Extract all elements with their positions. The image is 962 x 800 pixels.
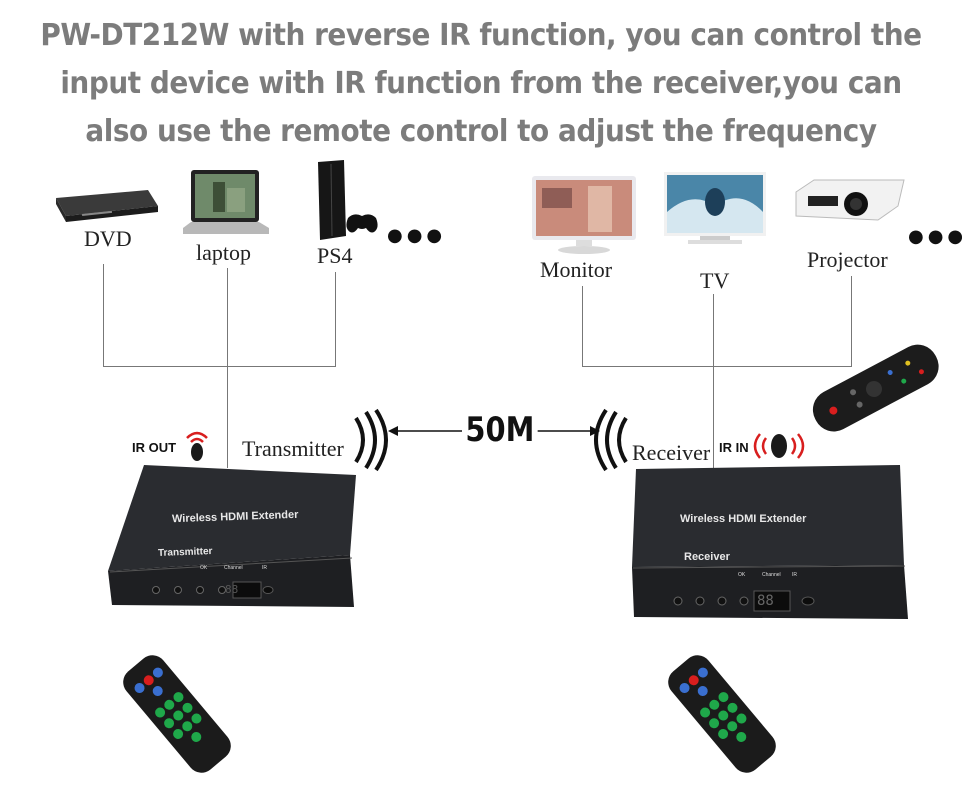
laptop-icon	[183, 170, 269, 234]
connector-dvd-down	[103, 264, 104, 366]
connector-projector-down	[851, 276, 852, 366]
ps4-console-icon	[318, 160, 378, 240]
display-label-tv: TV	[700, 268, 730, 293]
display-label-monitor: Monitor	[540, 257, 613, 282]
ir-receiver-icon	[753, 433, 805, 459]
receiver-product-name: Wireless HDMI Extender	[680, 513, 807, 525]
receiver-display-readout: 88	[757, 593, 774, 609]
headline-line-1: PW-DT212W with reverse IR function, you …	[40, 18, 922, 53]
transmitter-ir-button-label: IR	[262, 565, 267, 571]
receiver-unit	[632, 465, 908, 619]
transmitter-remote-icon	[123, 655, 231, 773]
connector-tv-receiver	[713, 294, 714, 470]
receiver-caption: Receiver	[632, 440, 711, 465]
more-sources-ellipsis: ●●●	[387, 225, 447, 246]
transmitter-unit-label: Transmitter	[157, 546, 213, 559]
source-label-ps4: PS4	[317, 243, 353, 268]
receiver-wave-icon	[594, 408, 628, 472]
transmitter-ok-button-label: OK	[200, 565, 208, 571]
receiver-unit-label: Receiver	[684, 551, 730, 563]
transmitter-channel-button-label: Channel	[224, 565, 243, 571]
transmitter-unit	[108, 465, 356, 607]
receiver-channel-button-label: Channel	[762, 572, 781, 578]
source-label-laptop: laptop	[196, 240, 251, 265]
ir-in-label: IR IN	[719, 440, 749, 455]
connector-displays-bus	[582, 366, 852, 367]
air-mouse-remote-icon	[812, 344, 939, 432]
transmitter-caption: Transmitter	[242, 436, 344, 461]
ir-emitter-icon	[186, 431, 208, 461]
tv-icon	[664, 172, 766, 244]
receiver-ir-button-label: IR	[792, 572, 797, 578]
receiver-ok-button-label: OK	[738, 572, 746, 578]
source-label-dvd: DVD	[84, 226, 132, 251]
headline: PW-DT212W with reverse IR function, you …	[34, 12, 929, 156]
ir-out-label: IR OUT	[132, 440, 177, 455]
monitor-icon	[532, 176, 636, 254]
connector-ps4-down	[335, 272, 336, 366]
distance-label: 50M	[462, 410, 538, 450]
projector-icon	[795, 179, 905, 221]
transmitter-wave-icon	[354, 408, 388, 472]
connector-monitor-down	[582, 286, 583, 366]
headline-line-2: input device with IR function from the r…	[60, 66, 902, 101]
connector-laptop-transmitter	[227, 268, 228, 468]
connector-sources-bus	[103, 366, 336, 367]
dvd-player-icon	[56, 190, 158, 222]
transmitter-display-readout: 88	[225, 583, 239, 596]
more-displays-ellipsis: ●●●	[908, 226, 962, 247]
display-label-projector: Projector	[807, 247, 888, 272]
receiver-remote-icon	[668, 655, 776, 773]
headline-line-3: also use the remote control to adjust th…	[85, 114, 877, 149]
